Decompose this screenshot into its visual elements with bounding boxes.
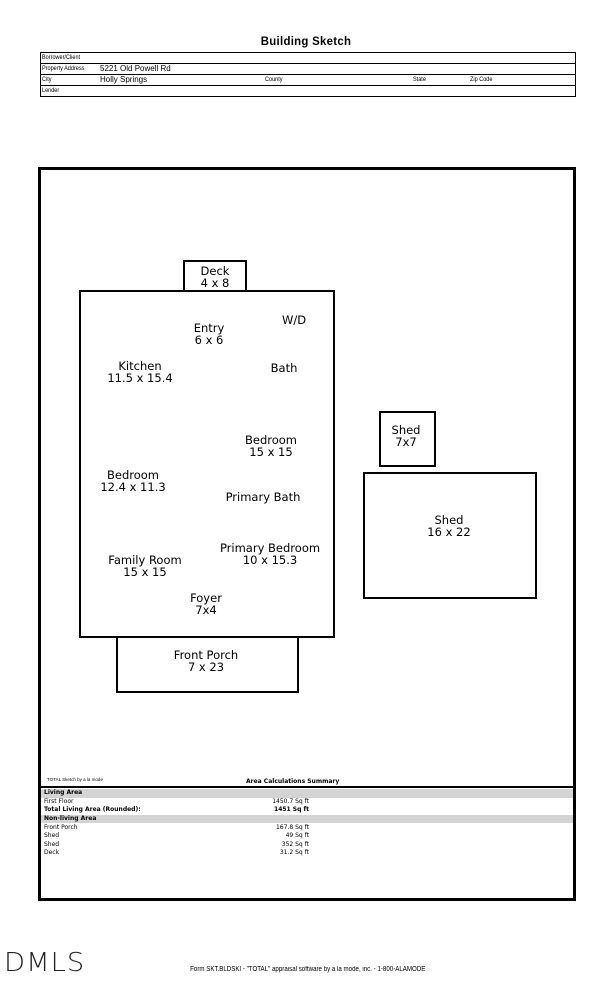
area-name: Shed: [44, 840, 60, 848]
summary-row: Shed 352 Sq ft: [41, 841, 573, 850]
county-label: County: [265, 76, 283, 83]
room-dims: 7x4: [195, 603, 217, 617]
city-value: Holly Springs: [100, 75, 148, 84]
room-kitchen: Kitchen 11.5 x 15.4: [107, 360, 172, 384]
room-name: Bath: [270, 361, 298, 375]
summary-title: Area Calculations Summary: [246, 778, 340, 785]
area-value: 1450.7 Sq ft: [272, 797, 309, 805]
room-shed-large: Shed 16 x 22: [427, 514, 470, 538]
sketch-credit: TOTAL Sketch by a la mode: [47, 777, 103, 782]
room-dims: 12.4 x 11.3: [100, 480, 166, 494]
room-dims: 15 x 15: [249, 445, 293, 459]
lender-label: Lender: [42, 87, 60, 94]
room-name: Front Porch: [173, 648, 239, 662]
room-name: Bedroom: [244, 433, 298, 447]
room-dims: 11.5 x 15.4: [107, 371, 173, 385]
room-bath: Bath: [271, 362, 298, 374]
room-dims: 6 x 6: [194, 333, 224, 347]
area-value: 31.2 Sq ft: [279, 849, 309, 856]
front-porch-outline: [116, 636, 299, 693]
room-deck: Deck 4 x 8: [201, 265, 230, 289]
room-dims: 7 x 23: [187, 660, 225, 674]
zip-label: Zip Code: [470, 76, 493, 83]
area-value: 49 Sq ft: [285, 832, 309, 839]
room-dims: 16 x 22: [427, 525, 471, 539]
room-shed-small: Shed 7x7: [392, 424, 421, 448]
room-name: Foyer: [190, 591, 222, 605]
room-dims: 15 x 15: [123, 565, 167, 579]
total-living-value: 1451 Sq ft: [274, 806, 309, 813]
room-bedroom-2: Bedroom 15 x 15: [245, 434, 297, 458]
room-wd: W/D: [282, 314, 306, 326]
living-area-header: Living Area: [41, 789, 573, 798]
summary-row: Shed 49 Sq ft: [41, 832, 573, 841]
room-dims: 10 x 15.3: [242, 553, 298, 567]
summary-divider: [38, 786, 576, 788]
summary-row: First Floor 1450.7 Sq ft: [41, 798, 573, 807]
room-foyer: Foyer 7x4: [190, 592, 222, 616]
room-name: Deck: [200, 264, 230, 278]
property-info-table: Borrower/Client Property Address 5221 Ol…: [40, 52, 576, 97]
city-label: City: [42, 76, 52, 83]
dmls-logo: DMLS: [4, 948, 86, 978]
non-living-area-label: Non-living Area: [44, 814, 97, 822]
room-name: Shed: [434, 513, 464, 527]
page-title: Building Sketch: [260, 34, 352, 48]
room-name: Family Room: [108, 553, 182, 567]
sketch-frame: [38, 167, 576, 901]
area-value: 352 Sq ft: [281, 840, 309, 848]
room-name: W/D: [281, 313, 307, 327]
room-front-porch: Front Porch 7 x 23: [174, 649, 238, 673]
address-label: Property Address: [42, 65, 85, 72]
borrower-label: Borrower/Client: [42, 54, 81, 61]
address-row: Property Address 5221 Old Powell Rd: [41, 64, 575, 75]
state-label: State: [413, 76, 426, 83]
area-value: 167.8 Sq ft: [276, 823, 309, 831]
room-name: Bedroom: [106, 468, 160, 482]
room-dims: 7x7: [395, 435, 417, 449]
room-primary-bath: Primary Bath: [226, 491, 301, 503]
area-name: Front Porch: [44, 823, 78, 831]
area-name: Deck: [44, 849, 60, 856]
city-row: City Holly Springs County State Zip Code: [41, 75, 575, 86]
shed-small-outline: [379, 411, 436, 467]
total-living-row: Total Living Area (Rounded): 1451 Sq ft: [41, 806, 573, 815]
room-name: Shed: [391, 423, 421, 437]
living-area-label: Living Area: [44, 789, 83, 796]
borrower-row: Borrower/Client: [41, 53, 575, 64]
form-footer-text: Form SKT.BLDSKI - "TOTAL" appraisal soft…: [190, 966, 426, 973]
shed-large-outline: [363, 472, 537, 599]
room-name: Kitchen: [118, 359, 162, 373]
address-value: 5221 Old Powell Rd: [100, 64, 171, 73]
room-primary-bedroom: Primary Bedroom 10 x 15.3: [220, 542, 320, 566]
summary-row: Front Porch 167.8 Sq ft: [41, 824, 573, 833]
room-name: Primary Bedroom: [219, 541, 321, 555]
room-bedroom-3: Bedroom 12.4 x 11.3: [100, 469, 165, 493]
room-family-room: Family Room 15 x 15: [108, 554, 181, 578]
room-dims: 4 x 8: [200, 276, 230, 290]
lender-row: Lender: [41, 86, 575, 96]
area-name: First Floor: [44, 797, 74, 805]
total-living-label: Total Living Area (Rounded):: [44, 806, 141, 813]
non-living-area-header: Non-living Area: [41, 814, 573, 823]
summary-row: Deck 31.2 Sq ft: [41, 849, 573, 858]
room-entry: Entry 6 x 6: [194, 322, 225, 346]
room-name: Primary Bath: [225, 490, 301, 504]
room-name: Entry: [193, 321, 225, 335]
area-name: Shed: [44, 832, 60, 839]
